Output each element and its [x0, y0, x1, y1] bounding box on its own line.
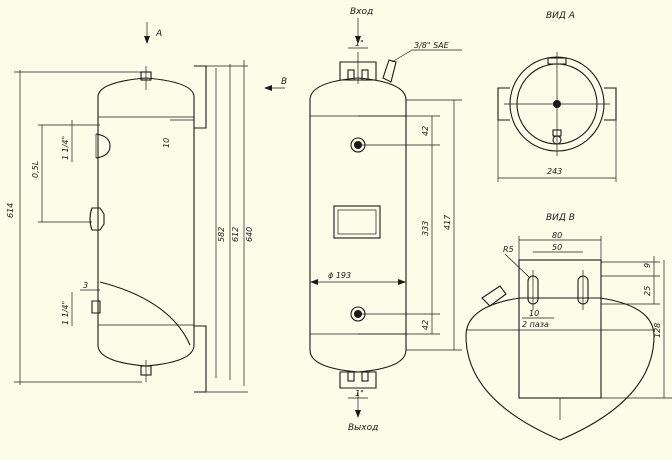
inlet-label: Вход — [350, 7, 373, 17]
diameter-label: ϕ 193 — [328, 271, 351, 280]
dim-80: 80 — [552, 231, 562, 240]
dim-614: 614 — [6, 203, 15, 218]
dim-243: 243 — [547, 167, 562, 176]
nameplate-rect — [333, 205, 381, 239]
side-vessel-outline — [97, 77, 195, 367]
sae-label: 3/8" SAE — [414, 41, 450, 50]
view-b-arrow-label: B — [281, 77, 287, 87]
outlet-label: Выход — [348, 423, 378, 433]
view-a-arrow-label: A — [155, 29, 162, 39]
bracket-plate — [518, 259, 602, 399]
dim-640: 640 — [245, 227, 254, 242]
radius-r5: R5 — [503, 245, 514, 254]
dim-50: 50 — [552, 243, 562, 252]
pipe-top-label: 1" — [355, 39, 364, 48]
dim-128: 128 — [653, 323, 662, 338]
dim-9: 9 — [643, 263, 652, 268]
dim-42-top: 42 — [421, 126, 430, 136]
pipe-bottom-label: 1" — [355, 389, 364, 398]
front-view: Вход 1" 3/8" SAE ϕ 193 — [309, 7, 462, 433]
thread-upper-label: 1 1/4" — [61, 136, 70, 160]
dim-42-bottom: 42 — [421, 320, 430, 330]
dim-582: 582 — [217, 227, 226, 242]
view-b: ВИД В 80 50 R5 9 25 10 2 — [465, 213, 672, 441]
view-a-title: ВИД А — [546, 11, 575, 21]
dim-333: 333 — [421, 221, 430, 236]
dim-3: 3 — [83, 281, 88, 290]
dim-612: 612 — [231, 227, 240, 242]
front-vessel-outline — [309, 77, 407, 373]
dim-0-5l: 0,5L — [31, 161, 40, 178]
view-b-title: ВИД В — [546, 213, 575, 223]
dim-25: 25 — [643, 286, 652, 296]
dim-10-side: 10 — [162, 138, 171, 148]
side-view: A B 614 0,5L — [6, 22, 287, 393]
view-a: ВИД А 243 — [497, 11, 617, 182]
thread-lower-label: 1 1/4" — [61, 301, 70, 325]
groove-label: 2 паза — [522, 320, 549, 329]
dim-10-b: 10 — [529, 309, 539, 318]
dim-417: 417 — [443, 214, 452, 230]
